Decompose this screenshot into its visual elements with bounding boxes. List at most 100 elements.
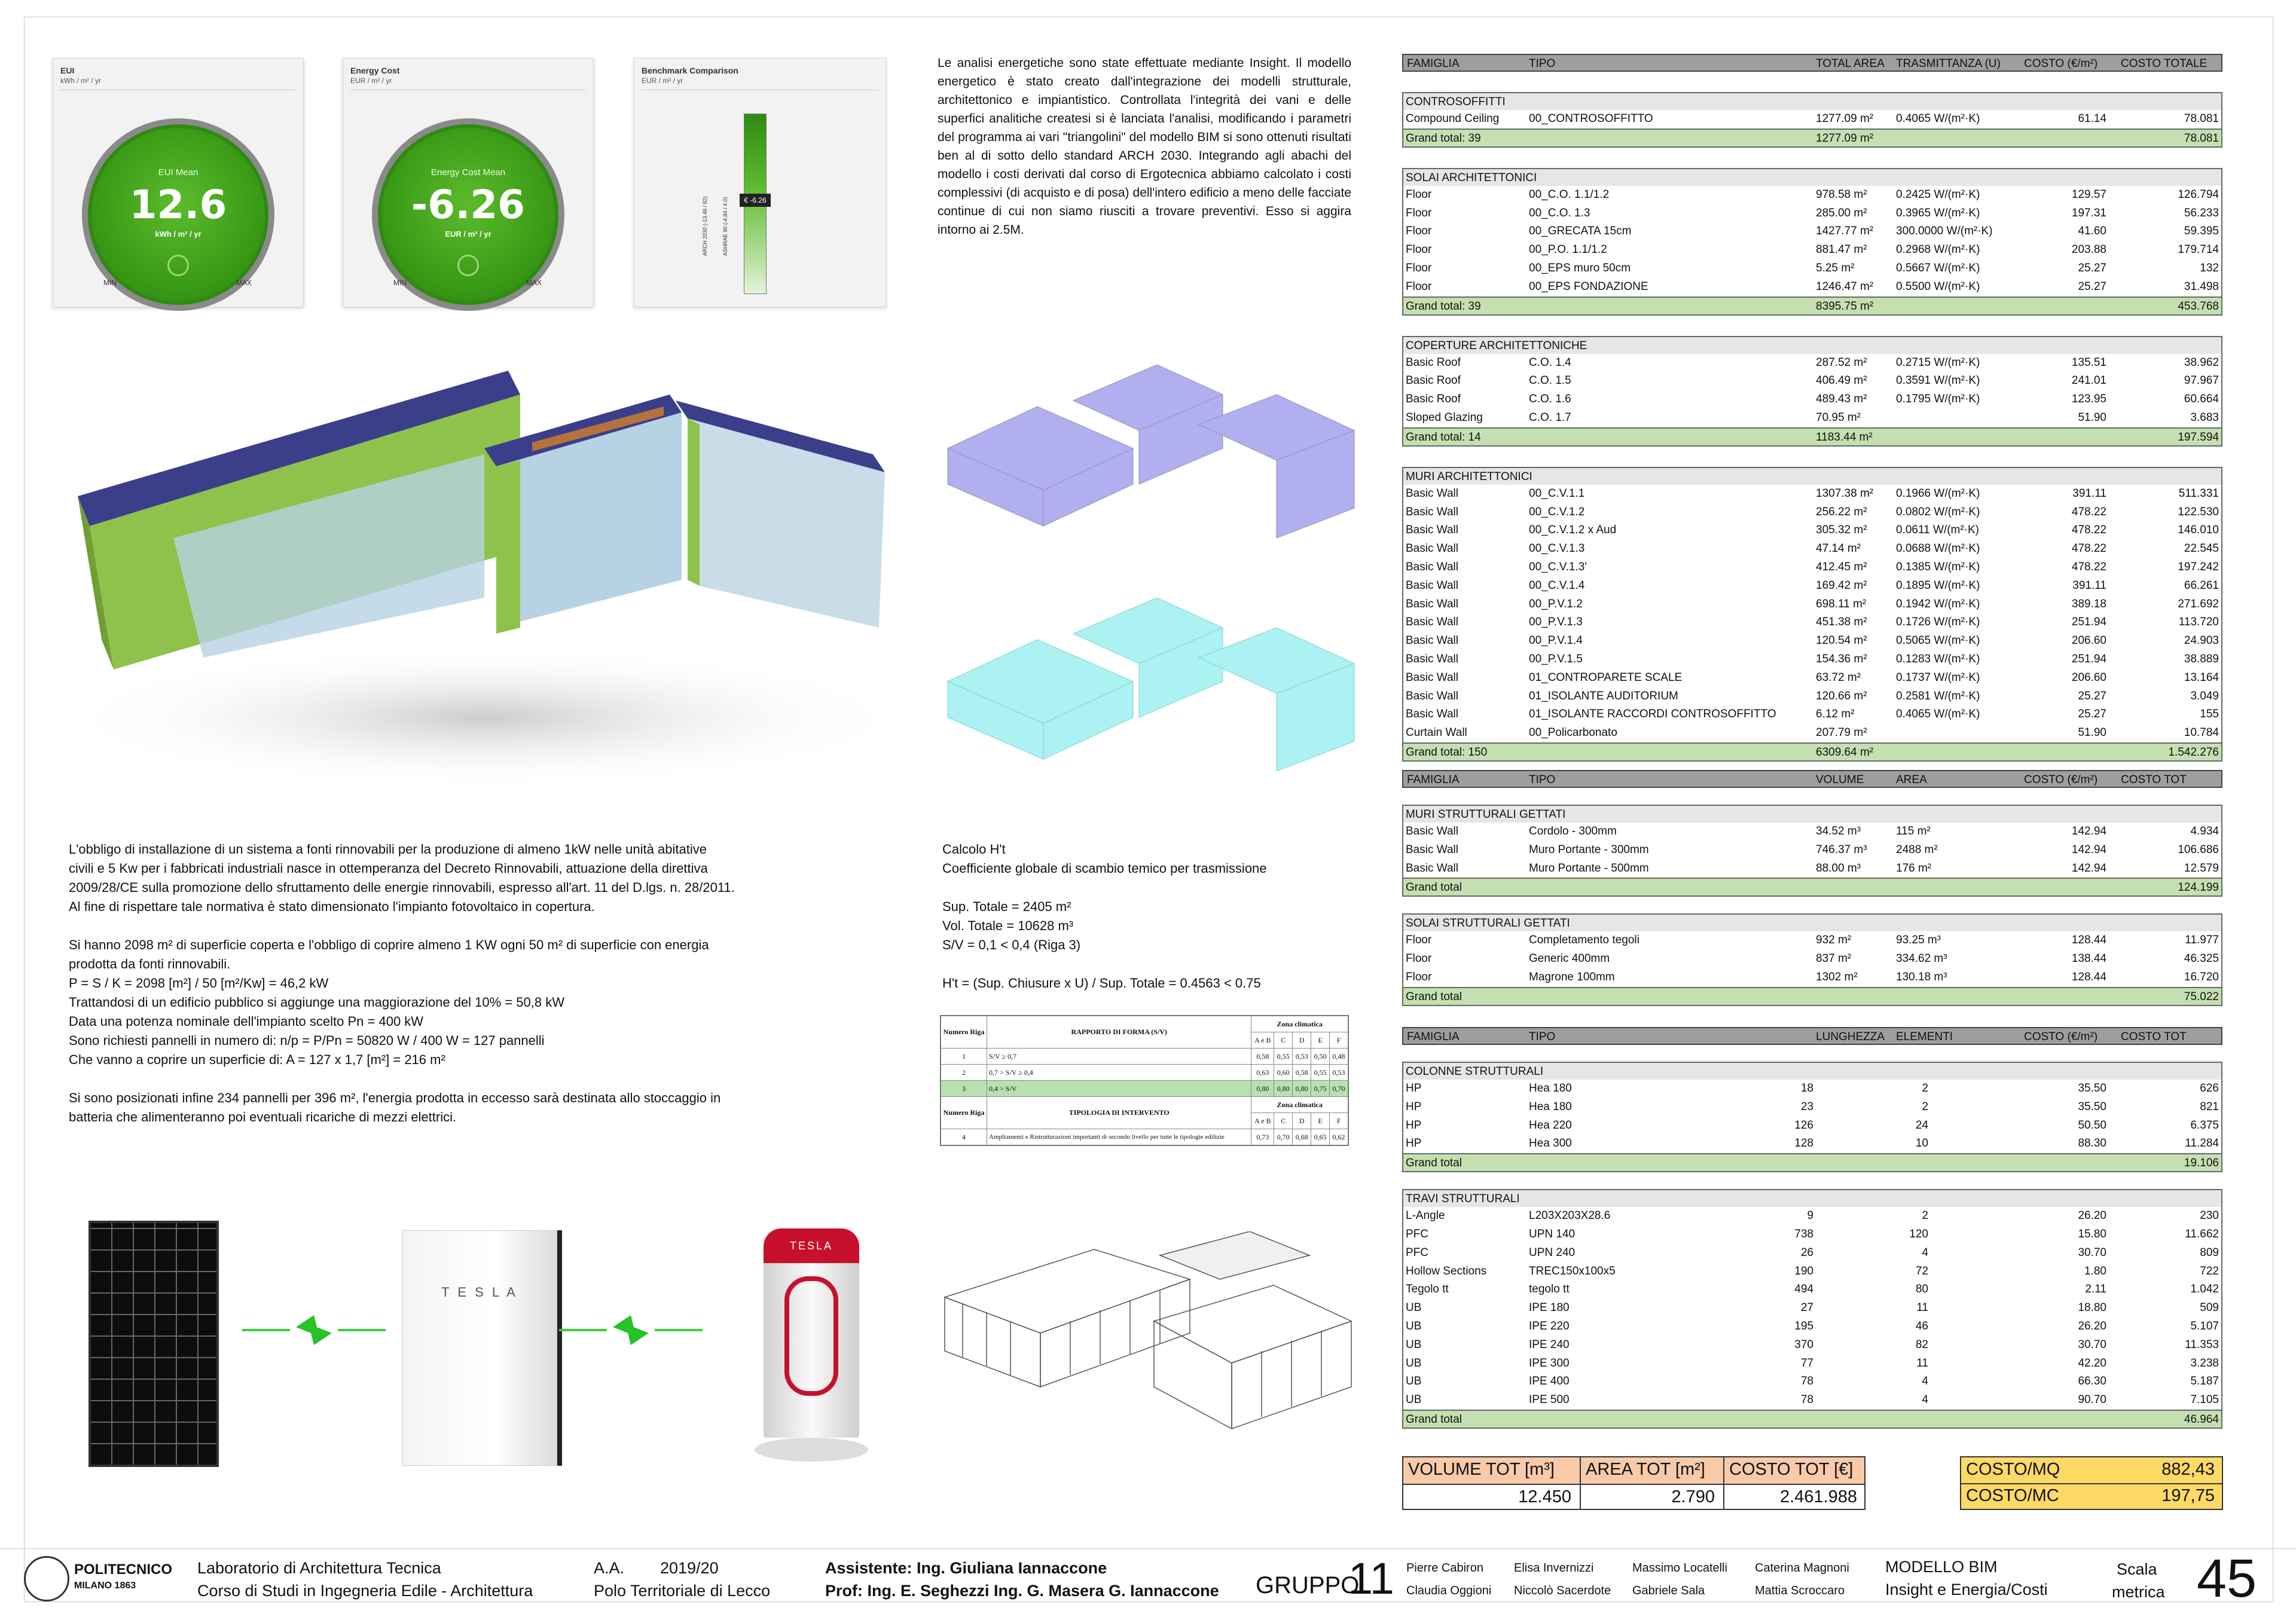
grand-total-area: 1277.09 m²: [1816, 132, 1874, 145]
benchmark-marker: € -6.26: [740, 194, 771, 207]
university-sub: MILANO 1863: [74, 1581, 136, 1591]
cell-c: 978.58 m²: [1816, 188, 1867, 201]
cell-unit-cost: 142.94: [2071, 843, 2106, 856]
cell-total-cost: 230: [2200, 1209, 2219, 1222]
cell-c: 5.25 m²: [1816, 261, 1855, 274]
cell: 0,70: [1274, 1129, 1293, 1145]
cell-d: 0.2581 W/(m²·K): [1896, 689, 1980, 702]
cost-total-label: COSTO TOT [€]: [1729, 1460, 1854, 1479]
pv-line: Al fine di rispettare tale normativa è s…: [69, 899, 595, 914]
ref-h1: Numero Riga: [941, 1016, 987, 1049]
grand-total-cost: 19.106: [2184, 1157, 2219, 1170]
cell: 0,80: [1274, 1080, 1293, 1097]
cell-famiglia: Basic Wall: [1406, 487, 1458, 500]
cell-famiglia: Basic Wall: [1406, 616, 1458, 629]
building-render: [66, 371, 915, 789]
cell-tipo: 01_CONTROPARETE SCALE: [1529, 671, 1683, 684]
cell-d: 0.2968 W/(m²·K): [1896, 243, 1980, 256]
cell-c: 128: [1794, 1137, 1813, 1150]
pv-line: civili e 5 Kw per i fabbricati industria…: [69, 861, 708, 876]
cell-total-cost: 722: [2200, 1264, 2219, 1277]
cell-d: 2: [1922, 1082, 1928, 1095]
cell-c: 88.00 m³: [1816, 861, 1861, 875]
cell-unit-cost: 50.50: [2078, 1118, 2106, 1132]
zone: E: [1311, 1112, 1330, 1129]
grand-total-cost: 78.081: [2184, 132, 2219, 145]
cell-c: 27: [1800, 1301, 1813, 1315]
energy-arrow-icon: [559, 1315, 703, 1345]
cell-d: 4: [1922, 1375, 1928, 1388]
cell-d: 10: [1915, 1137, 1928, 1150]
cell-d: 0.5065 W/(m²·K): [1896, 634, 1980, 647]
cell: 0,70: [1329, 1080, 1348, 1097]
student-name: Gabriele Sala: [1632, 1584, 1705, 1597]
cell-d: 0.1737 W/(m²·K): [1896, 671, 1980, 684]
cell-total-cost: 126.794: [2178, 188, 2219, 201]
cell-d: 11: [1916, 1301, 1928, 1315]
cell-c: 1246.47 m²: [1816, 280, 1874, 293]
cell: 0,48: [1329, 1048, 1348, 1065]
group-title: COPERTURE ARCHITETTONICHE: [1403, 337, 2221, 354]
cell: 1: [941, 1048, 987, 1065]
cell-total-cost: 24.903: [2184, 634, 2219, 647]
student-name: Pierre Cabiron: [1406, 1561, 1483, 1575]
cell-c: 34.52 m³: [1816, 825, 1861, 838]
eui-value-unit: kWh / m² / yr: [155, 230, 201, 239]
cell-unit-cost: 1.80: [2084, 1264, 2106, 1277]
cell-total-cost: 6.375: [2190, 1118, 2219, 1132]
cell-d: 120: [1909, 1227, 1928, 1240]
ref-h3: Zona climatica: [1251, 1016, 1348, 1032]
cell-unit-cost: 30.70: [2078, 1338, 2106, 1351]
cell-c: 1277.09 m²: [1816, 112, 1874, 125]
cell-famiglia: Basic Wall: [1406, 671, 1458, 684]
cell-unit-cost: 41.60: [2078, 225, 2106, 238]
column-header: VOLUME: [1816, 774, 1864, 786]
cell-total-cost: 809: [2200, 1246, 2219, 1259]
cost-value-unit: EUR / m² / yr: [445, 230, 491, 239]
cell-d: 4: [1922, 1393, 1928, 1407]
zone: F: [1329, 1112, 1348, 1129]
cell-c: 63.72 m²: [1816, 671, 1861, 684]
cell-famiglia: Basic Wall: [1406, 597, 1458, 610]
cell-c: 207.79 m²: [1816, 726, 1867, 739]
cell-tipo: Completamento tegoli: [1529, 934, 1639, 947]
cell-tipo: 01_ISOLANTE AUDITORIUM: [1529, 689, 1678, 702]
cell-famiglia: Floor: [1406, 243, 1432, 256]
cell-tipo: Muro Portante - 300mm: [1529, 843, 1649, 856]
cell-tipo: 00_P.V.1.3: [1529, 616, 1583, 629]
cell-c: 1427.77 m²: [1816, 225, 1874, 238]
cell-unit-cost: 66.30: [2078, 1375, 2106, 1388]
cell-famiglia: UB: [1406, 1338, 1422, 1351]
spacer: [69, 916, 894, 936]
cell-tipo: Generic 400mm: [1529, 952, 1610, 965]
cell-famiglia: Floor: [1406, 206, 1432, 219]
professors: Prof: Ing. E. Seghezzi Ing. G. Masera G.…: [825, 1582, 1219, 1600]
cell-unit-cost: 26.20: [2078, 1319, 2106, 1332]
cell-total-cost: 60.664: [2184, 393, 2219, 406]
cell: Ampliamenti e Ristrutturazioni important…: [986, 1129, 1252, 1145]
cell-c: 451.38 m²: [1816, 616, 1867, 629]
cell-famiglia: Floor: [1406, 261, 1432, 274]
group-title: SOLAI STRUTTURALI GETTATI: [1403, 915, 2221, 932]
zone: A e B: [1251, 1032, 1275, 1049]
cell: 3: [941, 1080, 987, 1097]
cell-famiglia: HP: [1406, 1082, 1422, 1095]
cell-total-cost: 132: [2200, 261, 2219, 274]
cell-tipo: Hea 300: [1529, 1137, 1572, 1150]
cell-total-cost: 78.081: [2184, 112, 2219, 125]
grand-total-cost: 453.768: [2178, 299, 2219, 313]
grand-total-label: Grand total: [1406, 990, 1462, 1003]
cell-total-cost: 106.686: [2178, 843, 2219, 856]
cell-total-cost: 511.331: [2178, 487, 2219, 500]
